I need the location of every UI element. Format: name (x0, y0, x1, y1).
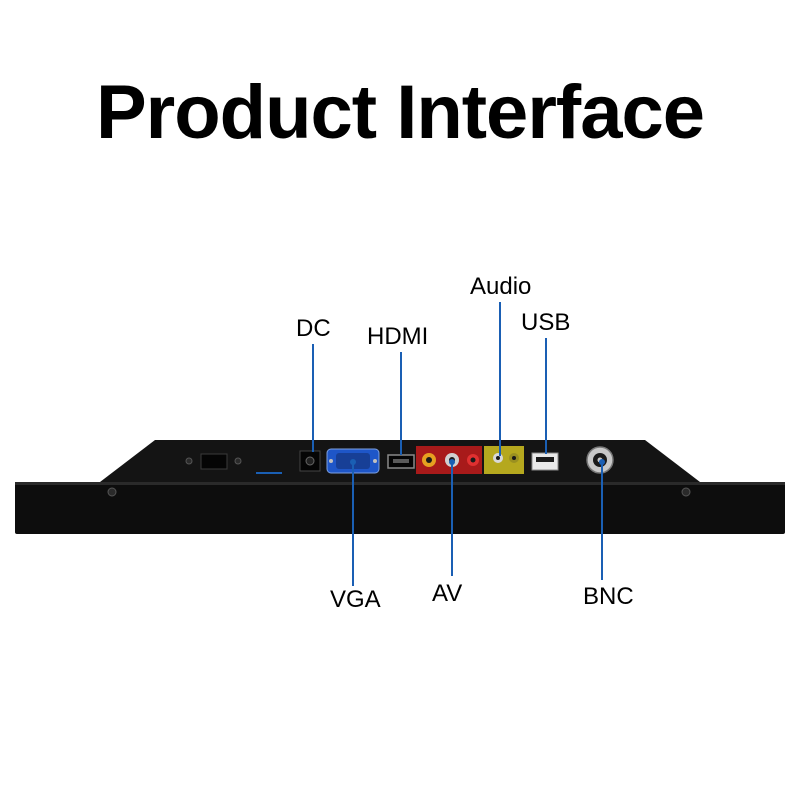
screw-top-mid (234, 457, 242, 465)
av-label: AV (432, 580, 463, 607)
vga-leader-dot (350, 459, 356, 465)
vga-label: VGA (330, 586, 381, 613)
switch (200, 453, 228, 470)
bnc-label: BNC (583, 583, 634, 610)
audio-label: Audio (470, 273, 532, 300)
screw-right (681, 487, 691, 497)
hdmi-label: HDMI (367, 323, 429, 350)
housing-bar (15, 482, 785, 534)
hdmi-leader-line (400, 352, 402, 455)
av-leader-line (451, 462, 453, 576)
dc-leader-line (312, 344, 314, 452)
bnc-leader-line (601, 462, 603, 580)
av-leader-dot (449, 459, 455, 465)
bnc-leader-dot (599, 459, 605, 465)
screw-left (107, 487, 117, 497)
audio-leader-line (499, 302, 501, 456)
dc-label: DC (296, 315, 331, 342)
usb-label: USB (521, 309, 571, 336)
page-title: Product Interface (95, 70, 705, 155)
vga-leader-line (352, 462, 354, 586)
screw-top-left (185, 457, 193, 465)
usb-leader-line (545, 338, 547, 454)
